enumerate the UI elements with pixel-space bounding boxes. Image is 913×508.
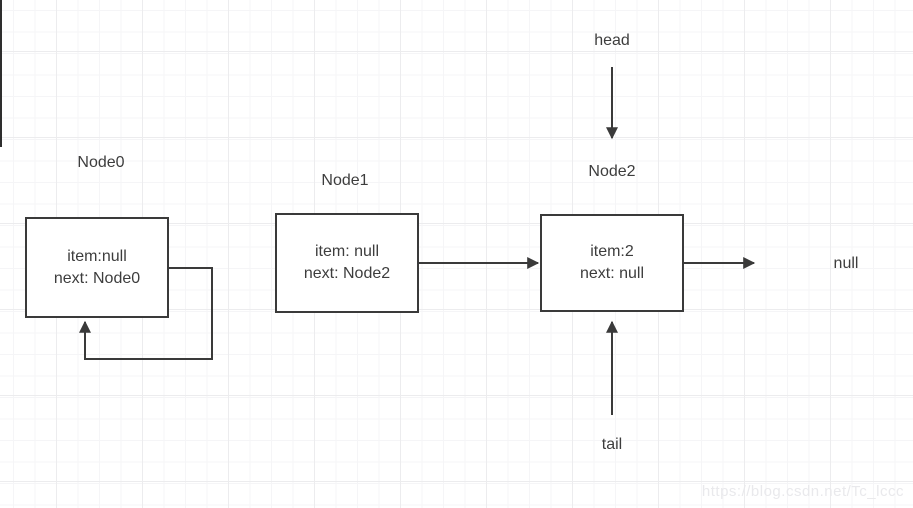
node-box-node2: item:2 next: null: [540, 214, 684, 312]
node-box-node0: item:null next: Node0: [25, 217, 169, 318]
node-box-node1: item: null next: Node2: [275, 213, 419, 313]
node1-item-field: item: null: [314, 243, 380, 260]
left-edge-artifact: [0, 0, 2, 147]
label-node2: Node2: [588, 163, 636, 180]
label-node1: Node1: [321, 172, 369, 189]
node0-item-field: item:null: [67, 247, 127, 265]
label-node0: Node0: [77, 154, 125, 171]
node2-item-field: item:2: [590, 243, 634, 260]
label-null-terminator: null: [833, 255, 859, 272]
watermark: https://blog.csdn.net/Tc_lccc: [701, 483, 904, 500]
label-head-pointer: head: [594, 32, 630, 49]
label-tail-pointer: tail: [601, 436, 623, 453]
node2-next-field: next: null: [579, 265, 645, 282]
node1-next-field: next: Node2: [303, 265, 391, 282]
node0-next-field: next: Node0: [53, 269, 141, 287]
